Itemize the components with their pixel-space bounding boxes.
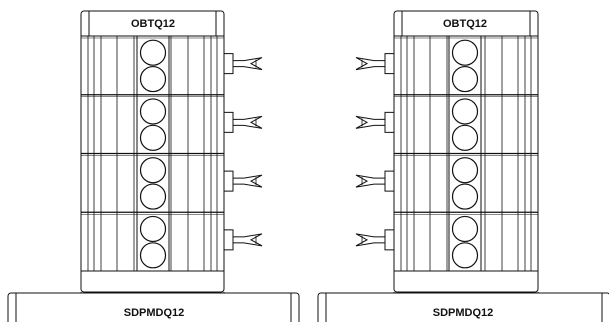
right-terminal-hole — [451, 124, 479, 151]
right-terminal-hole — [451, 183, 479, 210]
right-module-outline — [393, 10, 539, 293]
connector-cable-end — [243, 57, 263, 71]
connector-cable-end — [355, 233, 375, 247]
left-base-label: SDPMDQ12 — [124, 307, 185, 319]
connector-cable-end — [243, 233, 263, 247]
connector-housing — [384, 53, 395, 75]
connector-housing — [384, 111, 395, 133]
connector-cable-end — [243, 174, 263, 188]
left-cable-connector — [223, 229, 263, 251]
connector-cable-end — [355, 115, 375, 129]
right-module-rows — [394, 37, 538, 269]
connector-housing — [223, 53, 234, 75]
left-cable-connector — [223, 53, 263, 75]
right-terminal-hole — [451, 215, 479, 243]
left-terminal-hole — [139, 98, 167, 125]
left-module-rows — [81, 37, 224, 269]
connector-housing — [223, 170, 234, 192]
right-cable-connector — [355, 170, 395, 192]
left-terminal-hole — [139, 183, 167, 210]
left-module-outline — [80, 10, 225, 293]
left-cable-connector — [223, 170, 263, 192]
left-base-outline — [7, 292, 300, 322]
right-cable-connector — [355, 53, 395, 75]
left-unit: OBTQ12 SDPMDQ12 — [7, 10, 300, 322]
right-module-body — [393, 10, 539, 293]
right-terminal-hole — [451, 157, 479, 184]
right-terminal-hole — [451, 39, 479, 66]
right-base-body — [317, 292, 609, 322]
left-terminal-hole — [139, 242, 167, 269]
left-terminal-hole — [139, 215, 167, 243]
connector-cable-end — [355, 57, 375, 71]
right-terminal-hole — [451, 242, 479, 269]
connector-cable-end — [243, 115, 263, 129]
right-cable-connector — [355, 111, 395, 133]
right-module-label: OBTQ12 — [443, 18, 487, 30]
right-terminal-hole — [451, 98, 479, 125]
left-base-body — [7, 292, 300, 322]
right-connectors — [355, 53, 395, 251]
left-module-label: OBTQ12 — [131, 18, 175, 30]
connector-cable-end — [355, 174, 375, 188]
connector-housing — [384, 170, 395, 192]
right-base-outline — [317, 292, 609, 322]
left-terminal-hole — [139, 124, 167, 151]
left-terminal-hole — [139, 65, 167, 93]
left-module-body — [80, 10, 225, 293]
connector-housing — [223, 229, 234, 251]
left-connectors — [223, 53, 263, 251]
right-terminal-hole — [451, 65, 479, 93]
right-unit: OBTQ12 SDPMDQ12 — [317, 10, 609, 322]
left-terminal-hole — [139, 157, 167, 184]
connector-housing — [223, 111, 234, 133]
left-terminal-hole — [139, 39, 167, 66]
right-cable-connector — [355, 229, 395, 251]
left-cable-connector — [223, 111, 263, 133]
right-base-label: SDPMDQ12 — [433, 307, 494, 319]
connector-housing — [384, 229, 395, 251]
